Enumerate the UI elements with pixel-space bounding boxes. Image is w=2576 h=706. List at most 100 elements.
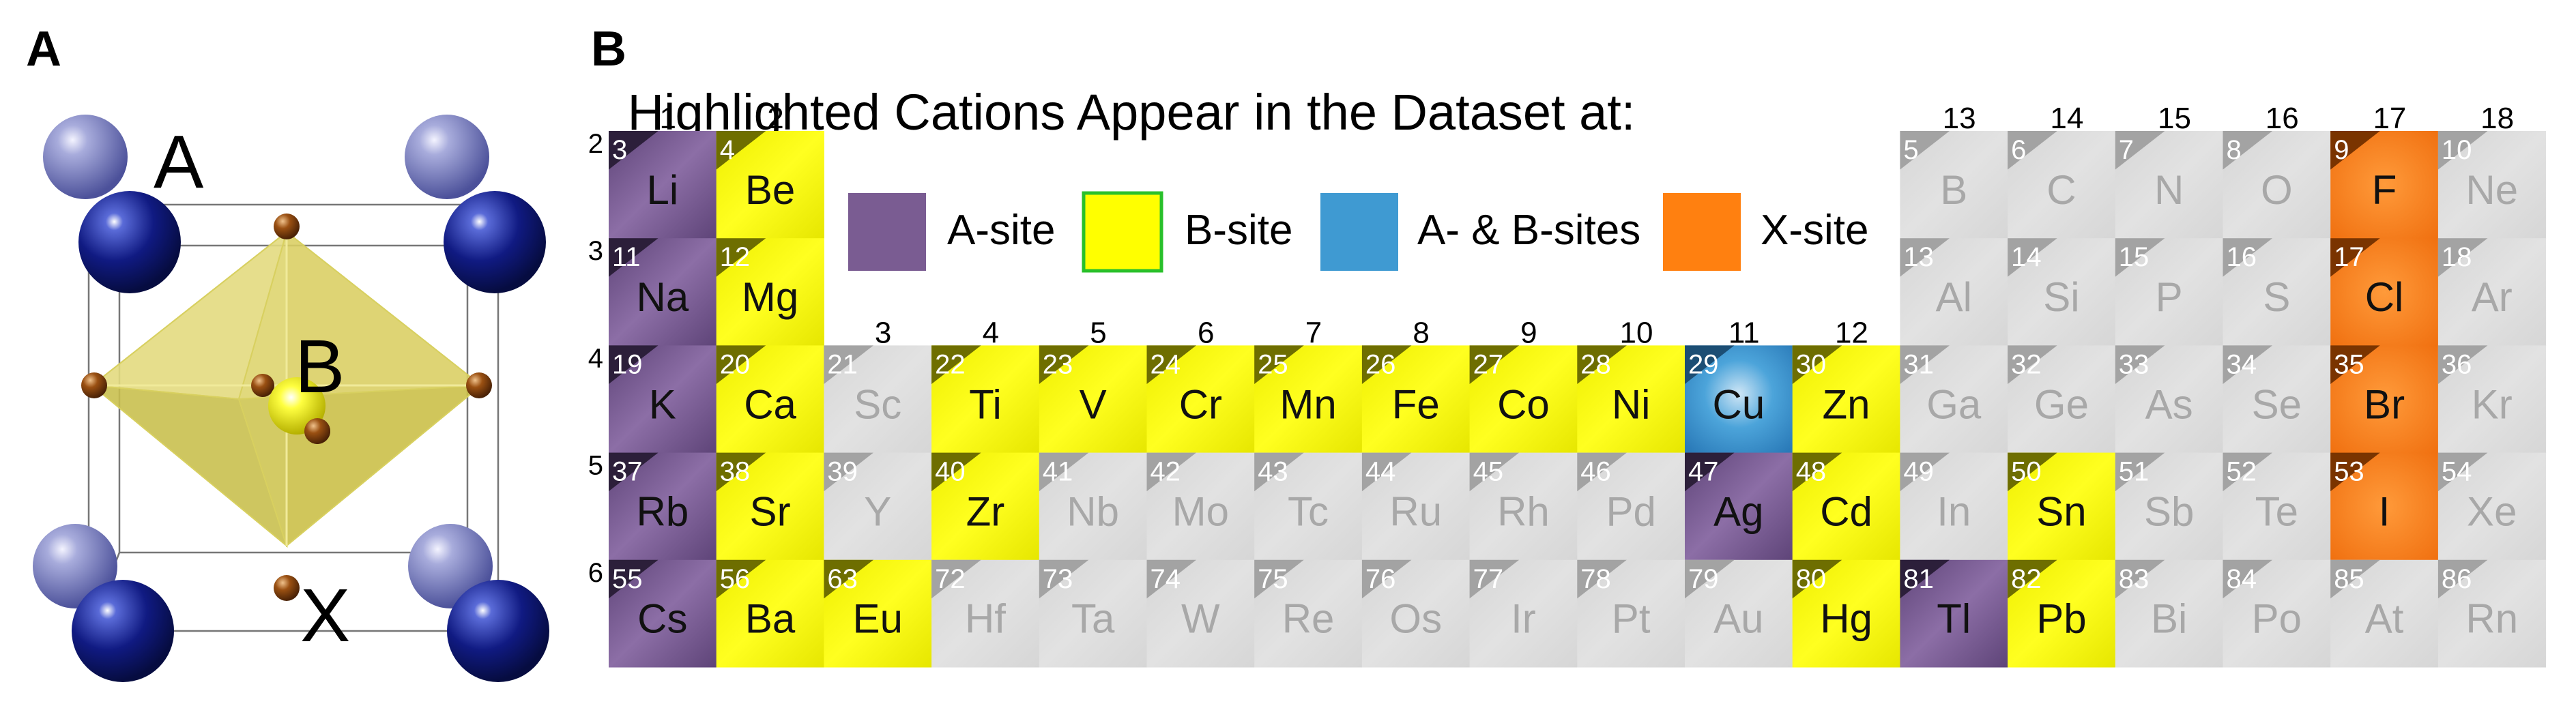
- element-corner-tab: [2330, 345, 2380, 384]
- atomic-number: 22: [935, 349, 966, 379]
- element-symbol: Cs: [637, 596, 687, 642]
- element-symbol: Au: [1713, 596, 1763, 642]
- element-symbol: Ta: [1071, 596, 1115, 642]
- element-corner-tab: [1900, 131, 1950, 170]
- atomic-number: 46: [1580, 457, 1611, 487]
- atomic-number: 76: [1365, 564, 1396, 594]
- element-symbol: I: [2379, 488, 2390, 534]
- element-symbol: Si: [2043, 274, 2079, 320]
- element-corner-tab: [1469, 452, 1520, 492]
- element-symbol: Rh: [1497, 488, 1550, 534]
- group-number: 14: [2050, 102, 2083, 135]
- atomic-number: 8: [2227, 135, 2242, 165]
- element-corner-tab: [609, 345, 659, 384]
- group-number: 1: [659, 102, 676, 135]
- group-number: 9: [1520, 316, 1537, 349]
- element-corner-tab: [2008, 452, 2057, 492]
- element-corner-tab: [1361, 345, 1412, 384]
- legend-swatch-a-b-sites: [1320, 193, 1398, 271]
- element-corner-tab: [2223, 345, 2273, 384]
- element-corner-tab: [1146, 452, 1197, 492]
- atomic-number: 72: [935, 564, 966, 594]
- element-corner-tab: [2437, 238, 2488, 277]
- element-symbol: Cr: [1179, 381, 1222, 427]
- element-corner-tab: [609, 452, 659, 492]
- element-symbol: Ti: [969, 381, 1002, 427]
- atomic-number: 18: [2442, 242, 2472, 272]
- atomic-number: 80: [1796, 564, 1827, 594]
- element-corner-tab: [2437, 131, 2488, 170]
- atomic-number: 47: [1688, 457, 1719, 487]
- group-number: 13: [1943, 102, 1976, 135]
- atomic-number: 5: [1903, 135, 1918, 165]
- element-symbol: Y: [864, 488, 891, 534]
- atomic-number: 6: [2011, 135, 2026, 165]
- x-site-atom: [81, 372, 107, 398]
- element-symbol: At: [2365, 596, 2404, 642]
- element-symbol: F: [2372, 167, 2397, 213]
- atomic-number: 29: [1688, 349, 1719, 379]
- element-corner-tab: [1685, 345, 1735, 384]
- element-symbol: Mn: [1279, 381, 1336, 427]
- element-symbol: Ne: [2465, 167, 2518, 213]
- element-corner-tab: [716, 345, 766, 384]
- element-cell-n: 7N: [2115, 131, 2223, 239]
- element-symbol: P: [2156, 274, 2183, 320]
- atomic-number: 55: [612, 564, 643, 594]
- element-corner-tab: [1361, 559, 1412, 599]
- element-cell-v: 23V: [1039, 345, 1147, 454]
- atomic-number: 26: [1365, 349, 1396, 379]
- atomic-number: 25: [1258, 349, 1288, 379]
- element-corner-tab: [1361, 452, 1412, 492]
- group-number: 6: [1198, 316, 1214, 349]
- a-site-atom: [444, 191, 546, 293]
- element-corner-tab: [1792, 559, 1842, 599]
- x-site-atom: [274, 214, 300, 239]
- element-corner-tab: [824, 452, 873, 492]
- element-corner-tab: [2008, 131, 2057, 170]
- element-symbol: Sr: [750, 488, 791, 534]
- group-number: 11: [1728, 316, 1760, 349]
- atomic-number: 31: [1903, 349, 1934, 379]
- element-symbol: Ar: [2472, 274, 2513, 320]
- element-corner-tab: [1577, 559, 1627, 599]
- element-corner-tab: [1146, 345, 1197, 384]
- a-site-atom: [78, 191, 181, 293]
- perovskite-unit-cell: A B X: [33, 115, 549, 682]
- element-corner-tab: [1469, 345, 1520, 384]
- x-site-atom: [274, 575, 300, 601]
- atomic-number: 83: [2119, 564, 2150, 594]
- element-symbol: Pt: [1612, 596, 1651, 642]
- panel-b-label: B: [591, 22, 626, 76]
- atomic-number: 14: [2011, 242, 2042, 272]
- atomic-number: 75: [1258, 564, 1288, 594]
- element-cell-f: 9F: [2330, 131, 2439, 239]
- element-corner-tab: [1039, 452, 1089, 492]
- element-symbol: Mg: [742, 274, 798, 320]
- atomic-number: 43: [1258, 457, 1288, 487]
- element-symbol: As: [2145, 381, 2193, 427]
- element-symbol: Cl: [2365, 274, 2404, 320]
- element-symbol: Tl: [1937, 596, 1971, 642]
- atomic-number: 21: [827, 349, 858, 379]
- group-number: 7: [1305, 316, 1322, 349]
- panel-a-label: A: [26, 22, 61, 76]
- atomic-number: 32: [2011, 349, 2042, 379]
- element-corner-tab: [1792, 345, 1842, 384]
- element-corner-tab: [2330, 452, 2380, 492]
